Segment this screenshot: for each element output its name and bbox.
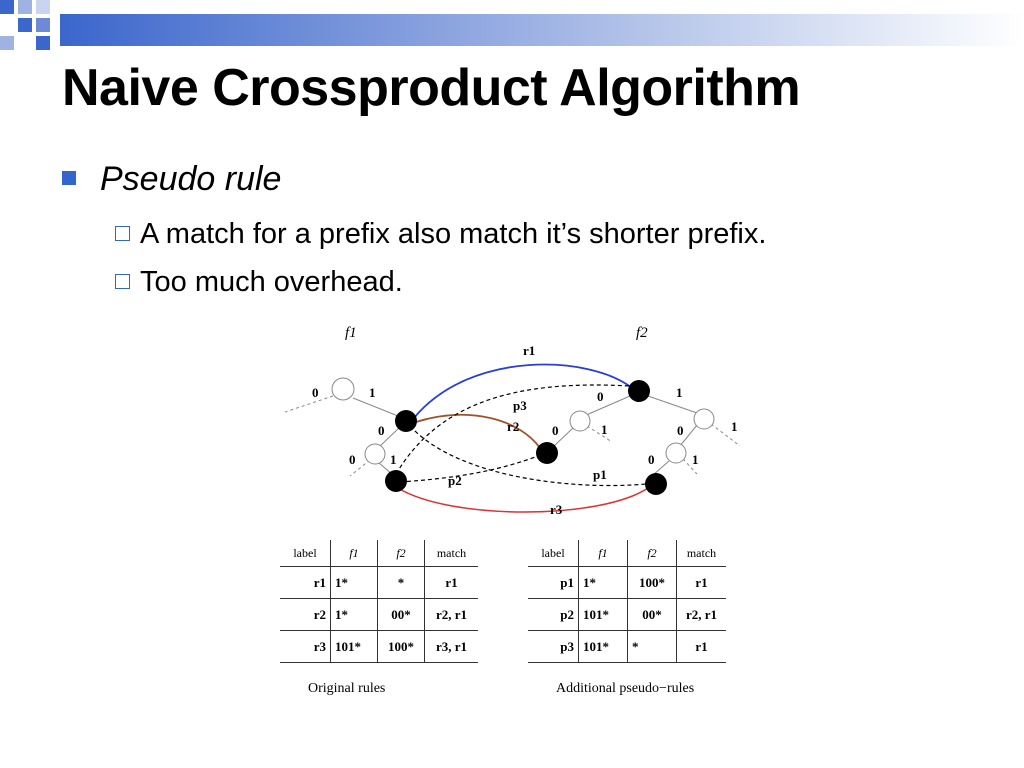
table-cell: 1* (330, 598, 378, 631)
table-header: match (424, 540, 478, 567)
table-row: p1 1* 100* r1 (528, 566, 726, 599)
edge-bit-label: 1 (390, 452, 397, 467)
link-label-p1: p1 (593, 467, 607, 482)
table-header: label (280, 540, 331, 567)
edge-bit-label: 1 (601, 422, 608, 437)
hollow-square-bullet-icon (115, 273, 130, 289)
f1-trie-edges (284, 395, 404, 477)
square-bullet-icon (62, 171, 76, 186)
subbullet-2: Too much overhead. (115, 266, 403, 299)
table-header: f1 (578, 540, 628, 567)
table-cell: r2, r1 (424, 598, 478, 631)
field-label-f2: f2 (636, 325, 648, 341)
table-header: f2 (377, 540, 425, 567)
edge-bit-label: 0 (648, 452, 655, 467)
bullet-text: Pseudo rule (100, 160, 282, 198)
slide-title: Naive Crossproduct Algorithm (62, 59, 801, 117)
table-cell: r1 (280, 566, 331, 599)
field-label-f1: f1 (345, 325, 357, 341)
table-row: r2 1* 00* r2, r1 (280, 598, 478, 631)
trie-node (395, 410, 417, 432)
table-row: p3 101* * r1 (528, 630, 726, 663)
trie-node (645, 473, 667, 495)
link-r1 (413, 363, 633, 419)
subbullet-1: A match for a prefix also match it’s sho… (115, 218, 766, 251)
table-cell: r3, r1 (424, 630, 478, 663)
table-cell: 100* (377, 630, 425, 663)
pseudo-rules-caption: Additional pseudo−rules (556, 681, 695, 696)
link-r3 (397, 487, 649, 513)
edge-bit-label: 1 (692, 452, 699, 467)
table-cell: p3 (528, 630, 579, 663)
edge-bit-label: 0 (677, 423, 684, 438)
edge-bit-label: 1 (369, 385, 376, 400)
trie-node (665, 442, 687, 464)
f2-trie-edges (552, 395, 741, 476)
link-label-p2: p2 (448, 473, 462, 488)
trie-node (693, 408, 715, 430)
edge-bit-label: 1 (676, 385, 683, 400)
link-label-p3: p3 (513, 398, 527, 413)
hollow-square-bullet-icon (115, 225, 130, 241)
table-cell: 101* (578, 630, 628, 663)
bullet-pseudo-rule: Pseudo rule (62, 160, 281, 199)
table-cell: r1 (676, 630, 726, 663)
header-band (0, 0, 1024, 50)
table-cell: r1 (424, 566, 478, 599)
table-cell: 00* (627, 598, 677, 631)
link-p1 (409, 425, 647, 487)
table-cell: r2 (280, 598, 331, 631)
link-label-r1: r1 (523, 343, 535, 358)
edge-bit-label: 0 (312, 385, 319, 400)
table-header: f2 (627, 540, 677, 567)
link-p3 (395, 384, 631, 475)
subbullet-text: Too much overhead. (140, 266, 403, 298)
table-cell: r1 (676, 566, 726, 599)
trie-node (385, 470, 407, 492)
edge-bit-label: 0 (378, 423, 385, 438)
trie-node (331, 377, 355, 401)
table-cell: 100* (627, 566, 677, 599)
table-cell: 00* (377, 598, 425, 631)
edge-bit-label: 0 (552, 423, 559, 438)
edge-bit-label: 0 (597, 389, 604, 404)
edge-bit-label: 0 (349, 452, 356, 467)
pseudo-rules-table: label f1 f2 match p1 1* 100* r1 p2 101* … (528, 540, 726, 663)
table-cell: p2 (528, 598, 579, 631)
trie-node (569, 410, 591, 432)
link-p2 (399, 455, 539, 483)
trie-node (536, 442, 558, 464)
table-cell: * (627, 630, 677, 663)
table-header: f1 (330, 540, 378, 567)
original-rules-table: label f1 f2 match r1 1* * r1 r2 1* 00* r… (280, 540, 478, 663)
table-cell: 101* (578, 598, 628, 631)
table-cell: r3 (280, 630, 331, 663)
edge-bit-label: 1 (731, 419, 738, 434)
link-r2 (415, 414, 541, 449)
table-cell: 1* (578, 566, 628, 599)
table-cell: p1 (528, 566, 579, 599)
trie-node (628, 380, 650, 402)
subbullet-text: A match for a prefix also match it’s sho… (140, 218, 767, 250)
link-label-r2: r2 (507, 419, 519, 434)
trie-node (364, 443, 386, 465)
table-cell: * (377, 566, 425, 599)
table-cell: r2, r1 (676, 598, 726, 631)
original-rules-caption: Original rules (308, 681, 386, 696)
table-cell: 1* (330, 566, 378, 599)
table-row: r3 101* 100* r3, r1 (280, 630, 478, 663)
link-label-r3: r3 (550, 502, 563, 517)
table-header: match (676, 540, 726, 567)
table-header: label (528, 540, 579, 567)
table-row: p2 101* 00* r2, r1 (528, 598, 726, 631)
table-row: r1 1* * r1 (280, 566, 478, 599)
table-cell: 101* (330, 630, 378, 663)
